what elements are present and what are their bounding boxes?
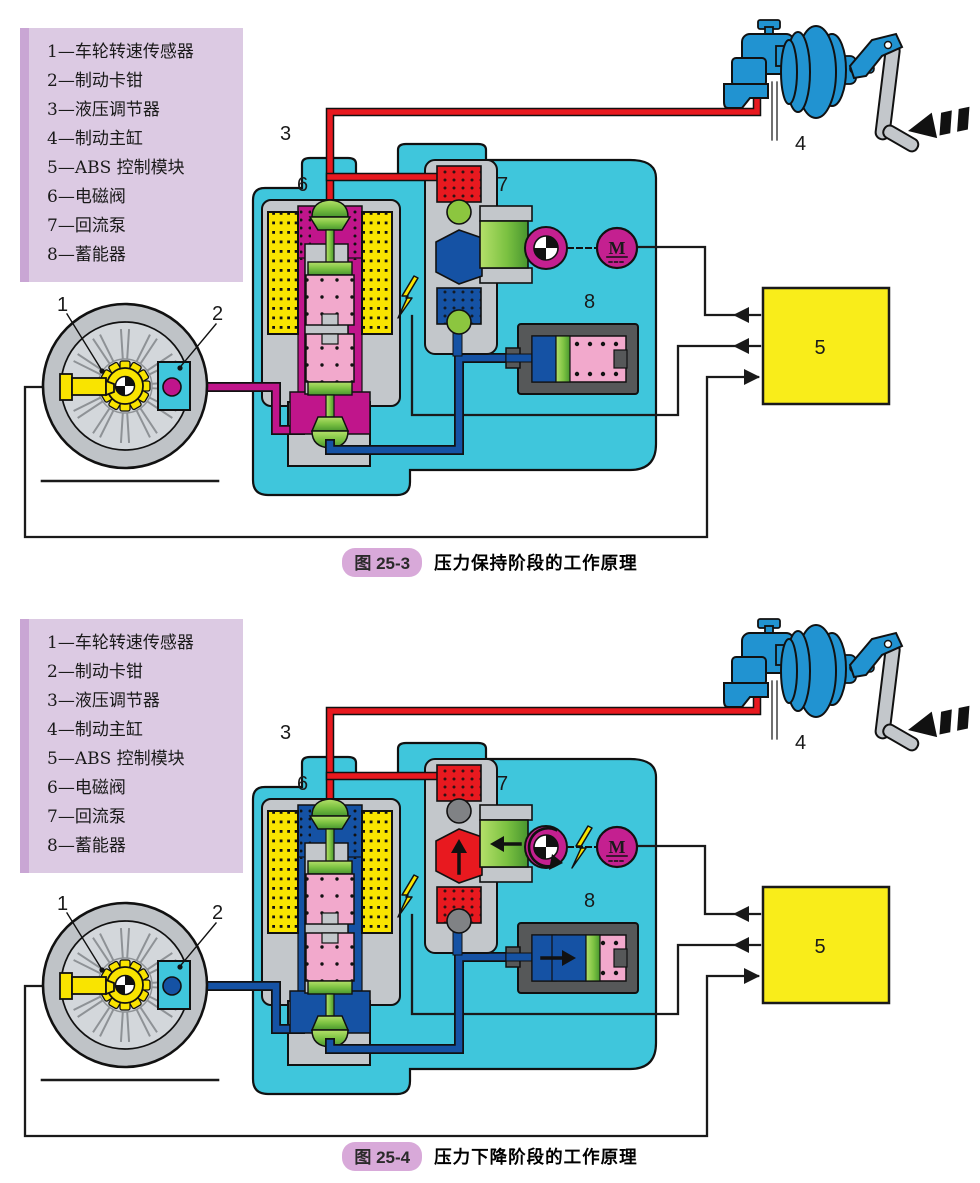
motor-letter: M (609, 837, 626, 857)
legend-list: 1—车轮转速传感器 2—制动卡钳 3—液压调节器 4—制动主缸 5—ABS 控制… (47, 38, 233, 270)
label-8: 8 (584, 890, 595, 912)
legend-item: 5—ABS 控制模块 (47, 158, 185, 178)
label-4: 4 (795, 133, 806, 155)
legend-item: 4—制动主缸 (47, 129, 143, 149)
diagram-pressure-hold: 1 2 3 4 5 6 7 8 M (0, 0, 980, 545)
label-8: 8 (584, 291, 595, 313)
label-5: 5 (814, 337, 825, 359)
legend-item: 2—制动卡钳 (47, 662, 143, 682)
legend-item: 1—车轮转速传感器 (47, 633, 194, 653)
label-5: 5 (814, 936, 825, 958)
legend-item: 6—电磁阀 (47, 187, 126, 207)
label-6: 6 (297, 174, 308, 196)
figure-25-3-section: 1 2 3 4 5 6 7 8 M 1—车轮转速传感器 2—制动卡钳 3—液压调… (0, 0, 980, 591)
label-1: 1 (57, 893, 68, 915)
motor-letter: M (609, 238, 626, 258)
legend-item: 4—制动主缸 (47, 720, 143, 740)
figure-caption: 图 25-4 压力下降阶段的工作原理 (0, 1142, 980, 1171)
legend-box: 1—车轮转速传感器 2—制动卡钳 3—液压调节器 4—制动主缸 5—ABS 控制… (20, 619, 243, 873)
label-7: 7 (497, 773, 508, 795)
figure-number-pill: 图 25-4 (342, 1142, 423, 1171)
legend-box: 1—车轮转速传感器 2—制动卡钳 3—液压调节器 4—制动主缸 5—ABS 控制… (20, 28, 243, 282)
legend-item: 8—蓄能器 (47, 836, 126, 856)
label-3: 3 (280, 123, 291, 145)
figure-caption: 图 25-3 压力保持阶段的工作原理 (0, 548, 980, 577)
legend-item: 8—蓄能器 (47, 245, 126, 265)
legend-item: 3—液压调节器 (47, 691, 160, 711)
label-4: 4 (795, 732, 806, 754)
label-6: 6 (297, 773, 308, 795)
legend-item: 6—电磁阀 (47, 778, 126, 798)
label-3: 3 (280, 722, 291, 744)
legend-item: 2—制动卡钳 (47, 71, 143, 91)
figure-25-4-section: 1 2 3 4 5 6 7 8 M 1—车轮转速传感器 2—制动卡钳 3—液压调… (0, 591, 980, 1183)
label-2: 2 (212, 303, 223, 325)
legend-item: 1—车轮转速传感器 (47, 42, 194, 62)
figure-number-pill: 图 25-3 (342, 548, 423, 577)
legend-item: 7—回流泵 (47, 216, 126, 236)
label-2: 2 (212, 902, 223, 924)
label-7: 7 (497, 174, 508, 196)
legend-item: 5—ABS 控制模块 (47, 749, 185, 769)
legend-list: 1—车轮转速传感器 2—制动卡钳 3—液压调节器 4—制动主缸 5—ABS 控制… (47, 629, 233, 861)
legend-item: 7—回流泵 (47, 807, 126, 827)
label-1: 1 (57, 294, 68, 316)
legend-item: 3—液压调节器 (47, 100, 160, 120)
figure-title: 压力保持阶段的工作原理 (434, 553, 638, 573)
diagram-pressure-decrease: 1 2 3 4 5 6 7 8 M (0, 599, 980, 1144)
figure-title: 压力下降阶段的工作原理 (434, 1147, 638, 1167)
